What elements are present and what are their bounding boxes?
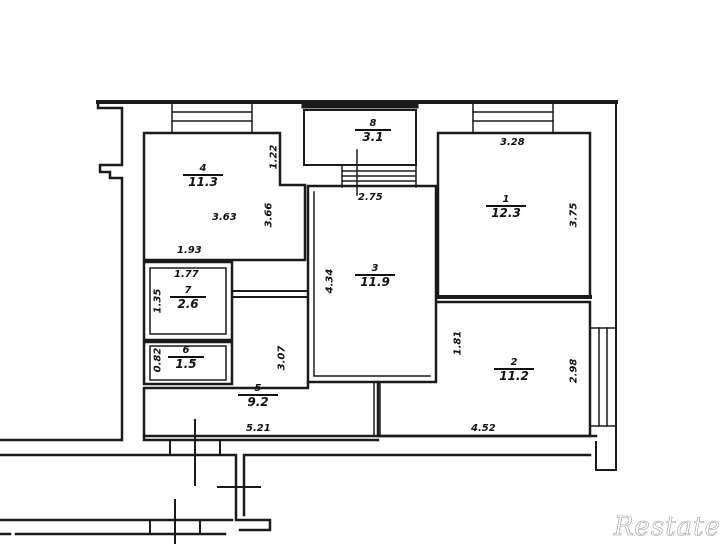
room-label-2: 2 11.2 (494, 357, 534, 383)
outer-wall-right (595, 101, 617, 471)
room-number: 4 (199, 163, 207, 174)
room-number: 2 (510, 357, 518, 368)
outer-wall-left (0, 100, 124, 442)
room-number: 6 (182, 345, 190, 356)
room-6-walls (142, 340, 234, 386)
dim-room2-height: 2.98 (568, 358, 580, 384)
dim-room4-width: 3.63 (212, 212, 237, 223)
dim-room2-width: 4.52 (471, 423, 496, 434)
dim-room3-top: 2.75 (358, 192, 383, 203)
dim-room5-height: 3.07 (276, 345, 288, 371)
room-3-walls (306, 184, 438, 384)
room-2-walls (376, 300, 592, 438)
restate-watermark: Restate (613, 512, 721, 543)
room-label-5: 5 9.2 (238, 383, 278, 409)
dim-room5-width: 5.21 (246, 423, 271, 434)
room-area: 9.2 (247, 394, 269, 409)
room-area: 11.3 (188, 174, 218, 189)
room-number: 5 (254, 383, 262, 394)
room-number: 8 (369, 118, 377, 129)
room-label-3: 3 11.9 (355, 263, 395, 289)
room-area: 11.2 (499, 368, 529, 383)
corridor-wall-top (0, 453, 272, 532)
dim-room2-left: 1.81 (452, 330, 464, 356)
room-number: 7 (184, 285, 192, 296)
room-area: 2.6 (177, 296, 199, 311)
room-area: 12.3 (491, 205, 521, 220)
dim-room4-bottom: 1.93 (177, 245, 202, 256)
room-label-8: 8 3.1 (355, 118, 391, 144)
room-area: 3.1 (362, 129, 384, 144)
room-area: 1.5 (175, 356, 197, 371)
dim-room3-height: 4.34 (324, 268, 336, 294)
dim-room6-height: 0.82 (152, 347, 164, 373)
dim-room7-height: 1.35 (152, 288, 164, 314)
room-5-walls (142, 380, 380, 442)
dim-room4-height: 3.66 (263, 202, 275, 228)
dim-room1-width: 3.28 (500, 137, 525, 148)
dim-room4-top-right: 1.22 (268, 144, 280, 170)
room-number: 1 (502, 194, 510, 205)
dim-room1-height: 3.75 (568, 202, 580, 228)
corridor-wall-right (242, 453, 592, 517)
room-7-walls (142, 260, 234, 342)
dim-room7-width: 1.77 (174, 269, 199, 280)
room-4-walls (142, 131, 307, 262)
room-label-4: 4 11.3 (183, 163, 223, 189)
room-number: 3 (371, 263, 379, 274)
room-label-6: 6 1.5 (168, 345, 204, 371)
room-label-1: 1 12.3 (486, 194, 526, 220)
room-label-7: 7 2.6 (170, 285, 206, 311)
room-area: 11.9 (360, 274, 390, 289)
